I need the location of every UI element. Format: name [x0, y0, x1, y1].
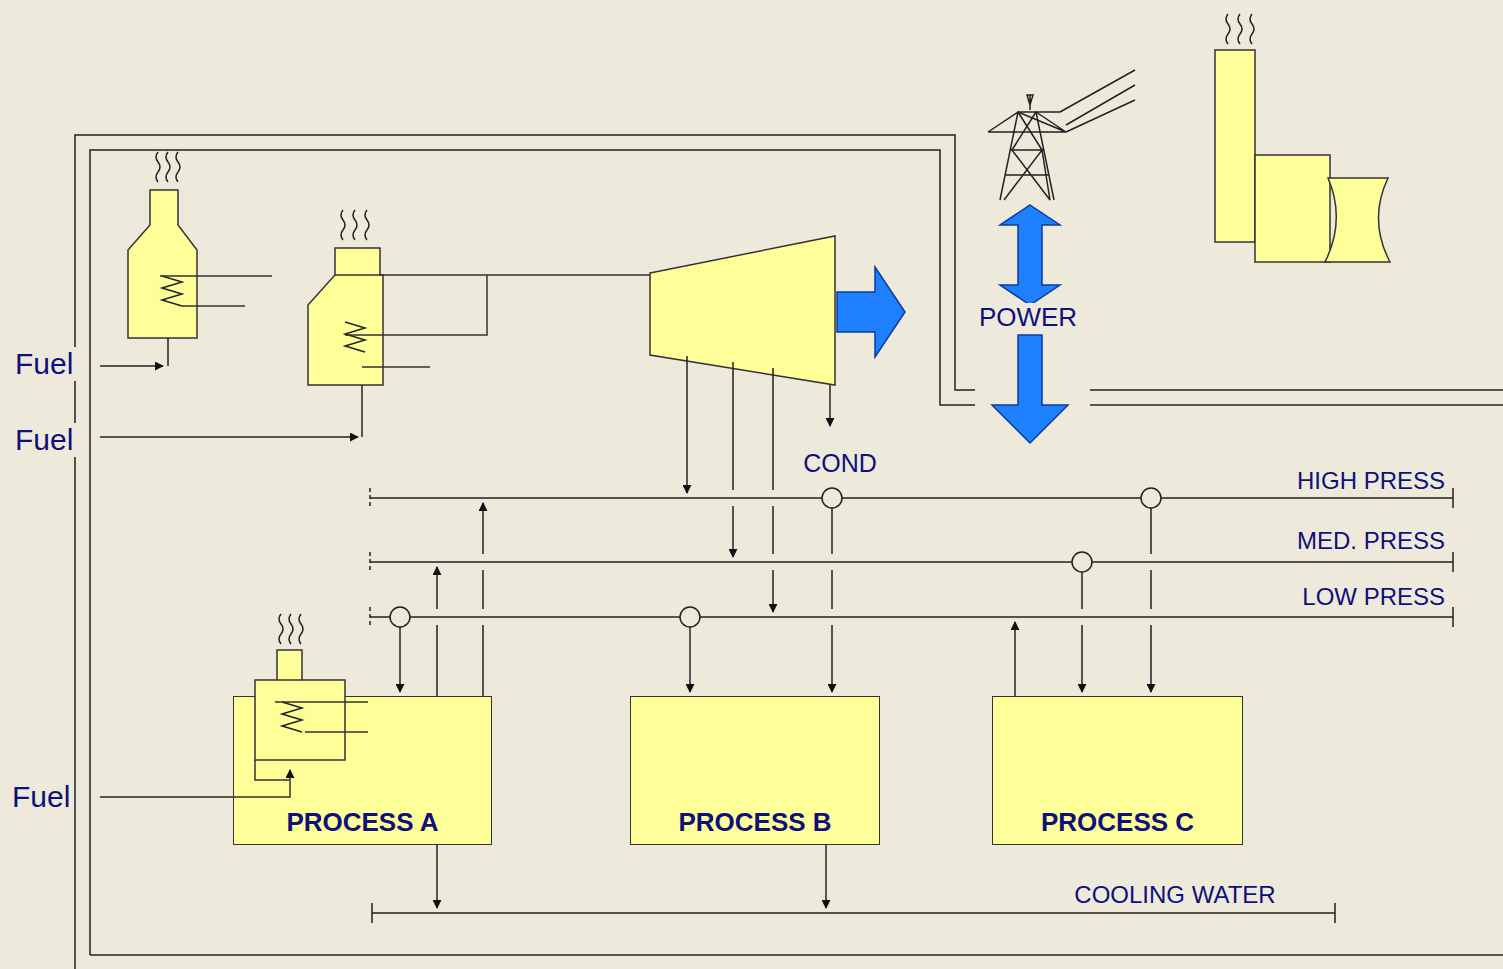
- process-furnace: [279, 614, 283, 644]
- boiler: [345, 275, 650, 367]
- header-label: MED. PRESS: [1294, 527, 1448, 555]
- boiler: [160, 276, 272, 306]
- steam-turbine: [650, 236, 905, 385]
- power-station: [1238, 14, 1242, 44]
- fuel-label: Fuel: [12, 347, 76, 382]
- transmission-tower: [1027, 95, 1033, 110]
- steam-valve: [1072, 552, 1092, 572]
- boiler: [308, 248, 383, 385]
- process-box: PROCESS B: [630, 696, 880, 845]
- boiler: [341, 210, 345, 240]
- steam-header: [370, 488, 1453, 627]
- tie-line: [75, 135, 1503, 969]
- tie-line: [75, 135, 975, 969]
- steam-valve: [680, 607, 700, 627]
- fuel-label: Fuel: [9, 780, 73, 815]
- fuel-label: Fuel: [12, 423, 76, 458]
- process-furnace: [289, 614, 293, 644]
- power-station: [1255, 155, 1330, 262]
- tie-line: [90, 954, 1503, 956]
- boiler: [156, 152, 160, 182]
- steam-line: [400, 503, 1151, 696]
- fuel-line: [100, 338, 168, 366]
- steam-extraction: [686, 356, 688, 493]
- boiler: [365, 210, 369, 240]
- process-name: PROCESS B: [631, 807, 879, 838]
- boiler: [162, 276, 182, 306]
- steam-header: [369, 488, 371, 627]
- tie-line: [90, 150, 975, 955]
- header-label: HIGH PRESS: [1294, 467, 1448, 495]
- steam-valve: [390, 488, 1161, 627]
- fuel-line: [100, 796, 233, 798]
- process-furnace: [277, 679, 302, 681]
- fuel-line: [361, 385, 363, 437]
- header-label: COOLING WATER: [1071, 881, 1278, 909]
- cooling-water-header: [372, 845, 1335, 923]
- process-box: PROCESS A: [233, 696, 492, 845]
- transmission-tower: [988, 70, 1135, 200]
- power-arrow: [992, 335, 1068, 443]
- tie-line: [1090, 389, 1503, 391]
- power-station: [1226, 14, 1254, 44]
- steam-line: [689, 627, 691, 692]
- steam-line: [1014, 622, 1016, 696]
- steam-turbine: [837, 267, 905, 357]
- process-box: PROCESS C: [992, 696, 1243, 845]
- power-station: [1215, 14, 1390, 262]
- steam-valve: [822, 488, 842, 508]
- boiler: [166, 152, 170, 182]
- power-arrow: [1000, 205, 1060, 305]
- power-label: POWER: [976, 303, 1080, 333]
- steam-header: [370, 498, 1453, 617]
- steam-line: [436, 567, 438, 696]
- process-name: PROCESS A: [234, 807, 491, 838]
- steam-header: [1452, 488, 1454, 627]
- steam-turbine: [650, 236, 835, 385]
- boiler: [176, 152, 180, 182]
- tie-line: [1090, 404, 1503, 406]
- fuel-line: [100, 796, 233, 798]
- power-station: [1250, 14, 1254, 44]
- boiler: [335, 274, 380, 276]
- steam-line: [1150, 508, 1152, 692]
- steam-extraction: [732, 362, 734, 557]
- fuel-line: [100, 365, 163, 367]
- boiler: [345, 322, 365, 352]
- steam-line: [482, 503, 484, 696]
- boiler: [308, 210, 650, 385]
- header-label: LOW PRESS: [1299, 583, 1448, 611]
- steam-line: [831, 508, 833, 692]
- transmission-tower: [1036, 70, 1135, 132]
- process-furnace: [299, 614, 303, 644]
- process-name: PROCESS C: [993, 807, 1242, 838]
- fuel-line: [167, 338, 169, 366]
- boiler: [353, 210, 357, 240]
- boiler: [128, 152, 272, 338]
- fuel-line: [100, 385, 362, 437]
- steam-line: [1081, 572, 1083, 692]
- boiler: [128, 190, 197, 338]
- steam-extraction: [829, 385, 831, 426]
- condenser-label: COND: [800, 449, 880, 478]
- power-station: [1226, 14, 1230, 44]
- steam-valve: [390, 607, 410, 627]
- power-station: [1215, 50, 1255, 242]
- transmission-tower: [1004, 112, 1050, 200]
- cooling-water-header: [436, 845, 438, 908]
- power-station: [1325, 178, 1390, 262]
- steam-extraction: [687, 356, 830, 612]
- transmission-tower: [988, 112, 1066, 132]
- steam-extraction: [772, 368, 774, 612]
- steam-line: [399, 627, 401, 692]
- transmission-tower: [1000, 112, 1054, 200]
- fuel-line: [100, 436, 358, 438]
- steam-valve: [1141, 488, 1161, 508]
- cooling-water-header: [825, 845, 827, 908]
